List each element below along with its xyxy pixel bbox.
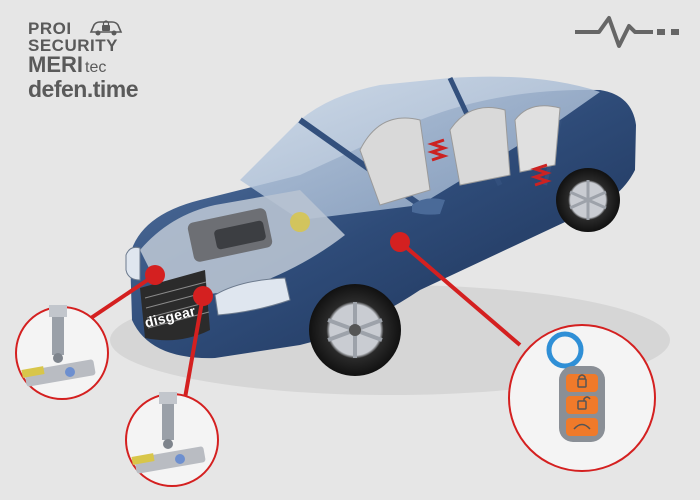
sensor-probe-icon — [125, 392, 219, 487]
sensor-probe-icon — [15, 305, 109, 400]
callout-line-grill — [183, 295, 205, 399]
logo-line-2: SECURITY — [28, 36, 118, 55]
logo-line-4: defen.time — [28, 76, 139, 102]
logo-line-3-main: MERI — [28, 52, 83, 77]
sensor-point-door — [390, 232, 410, 252]
logo-line-3-sub: tec — [85, 59, 107, 76]
logo-line-1: PROI — [28, 19, 72, 38]
sensor-point-grill — [193, 286, 213, 306]
callout-line-front — [86, 273, 157, 322]
sensor-point-front — [145, 265, 165, 285]
car-lock-icon — [89, 20, 123, 36]
heartbeat-mark-icon — [575, 16, 679, 48]
key-fob-icon — [508, 324, 656, 472]
callout-line-door — [398, 240, 522, 347]
